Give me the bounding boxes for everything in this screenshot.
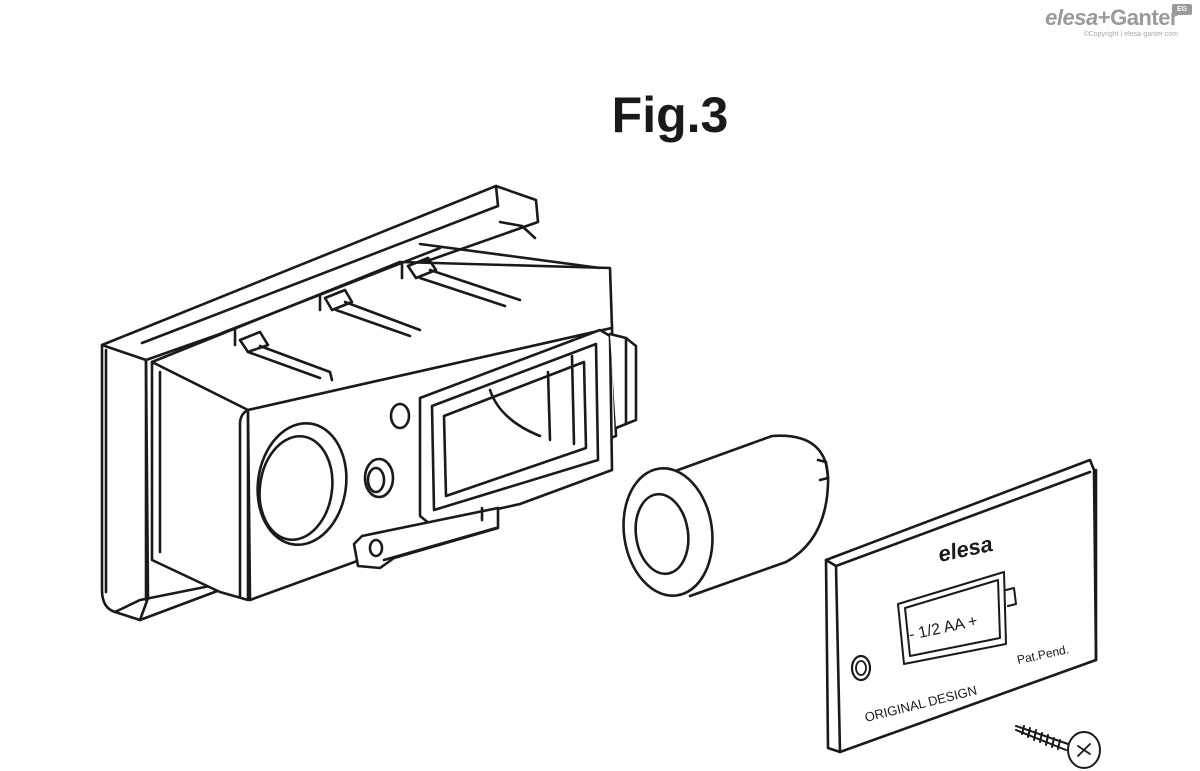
housing-front-face xyxy=(238,326,638,602)
mounting-frame xyxy=(100,184,540,622)
elesa-ganter-logo: elesa+Ganter ©Copyright | elesa-ganter.c… xyxy=(1045,4,1192,39)
bottom-tab xyxy=(352,506,500,570)
battery-cover-plate xyxy=(824,458,1098,754)
battery-half-aa xyxy=(622,434,830,598)
battery-window xyxy=(418,328,614,526)
logo-copyright: ©Copyright | elesa-ganter.com xyxy=(1083,31,1178,38)
housing xyxy=(100,184,638,622)
battery-polarity-icon xyxy=(897,571,1017,665)
logo-wordmark: elesa+Ganter xyxy=(1045,6,1178,30)
logo-elesa: elesa xyxy=(1045,5,1098,30)
figure-title: Fig.3 xyxy=(611,87,729,143)
logo-badge: EG xyxy=(1172,4,1192,15)
screw xyxy=(1015,725,1101,769)
housing-body xyxy=(150,220,614,602)
logo-ganter: +Ganter xyxy=(1097,5,1179,30)
side-latch xyxy=(608,332,638,430)
led-hole xyxy=(389,402,411,430)
screw-hole xyxy=(363,457,395,499)
plate-screw-hole xyxy=(850,654,872,682)
